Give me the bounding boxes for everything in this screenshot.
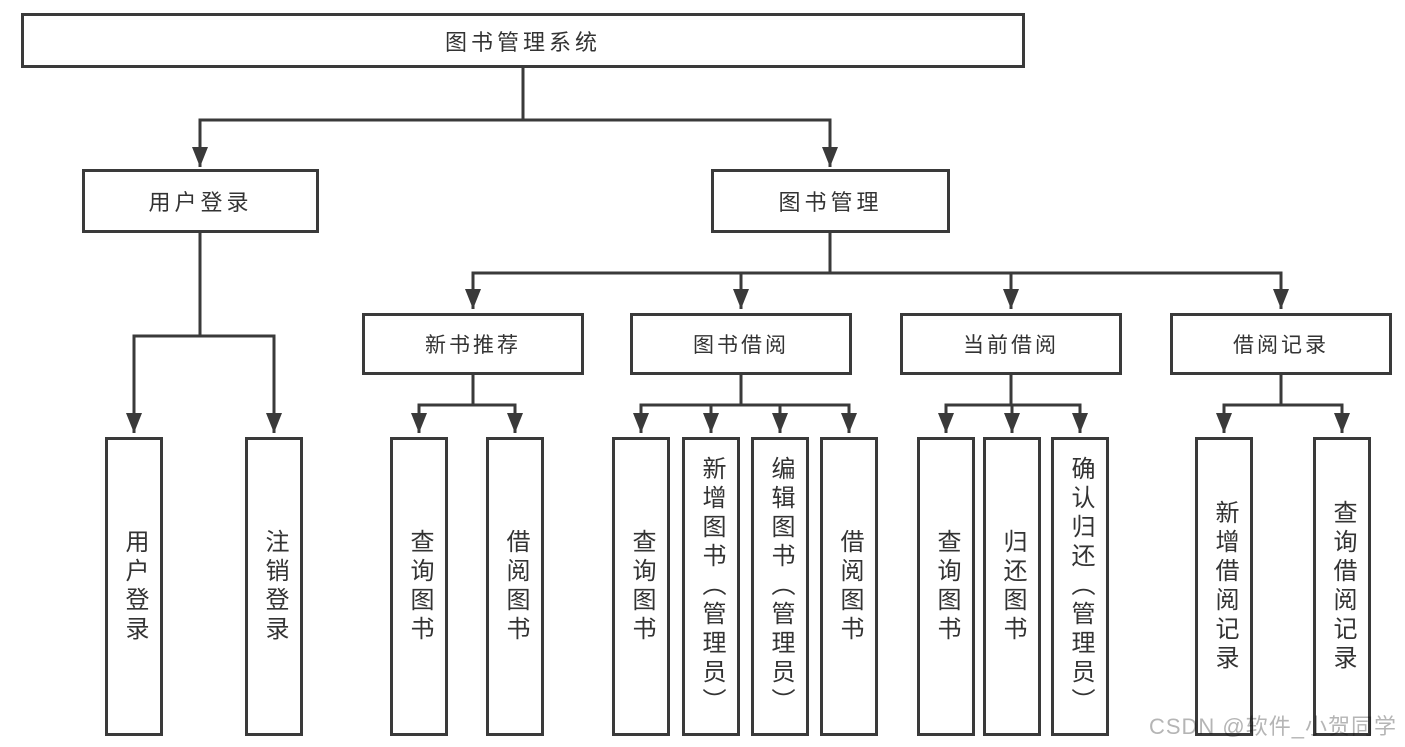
leaf-bb-borrow-books: 借阅图书 [820, 437, 878, 736]
leaf-nb-borrow-books: 借阅图书 [486, 437, 544, 736]
node-borrowing-records: 借阅记录 [1170, 313, 1392, 375]
leaf-logout: 注销登录 [245, 437, 303, 736]
node-root: 图书管理系统 [21, 13, 1025, 68]
node-book-management: 图书管理 [711, 169, 950, 233]
leaf-br-add-record: 新增借阅记录 [1195, 437, 1253, 736]
node-user-login: 用户登录 [82, 169, 319, 233]
leaf-user-login: 用户登录 [105, 437, 163, 736]
node-book-borrowing: 图书借阅 [630, 313, 852, 375]
leaf-nb-query-books: 查询图书 [390, 437, 448, 736]
node-current-borrowing: 当前借阅 [900, 313, 1122, 375]
leaf-cb-confirm-return-admin: 确认归还（管理员） [1051, 437, 1109, 736]
leaf-bb-add-books-admin: 新增图书（管理员） [682, 437, 740, 736]
leaf-cb-return-books: 归还图书 [983, 437, 1041, 736]
csdn-watermark: CSDN @软件_小贺同学 [1148, 714, 1397, 739]
leaf-br-query-record: 查询借阅记录 [1313, 437, 1371, 736]
leaf-cb-query-books: 查询图书 [917, 437, 975, 736]
leaf-bb-edit-books-admin: 编辑图书（管理员） [751, 437, 809, 736]
leaf-bb-query-books: 查询图书 [612, 437, 670, 736]
node-new-book-recommend: 新书推荐 [362, 313, 584, 375]
